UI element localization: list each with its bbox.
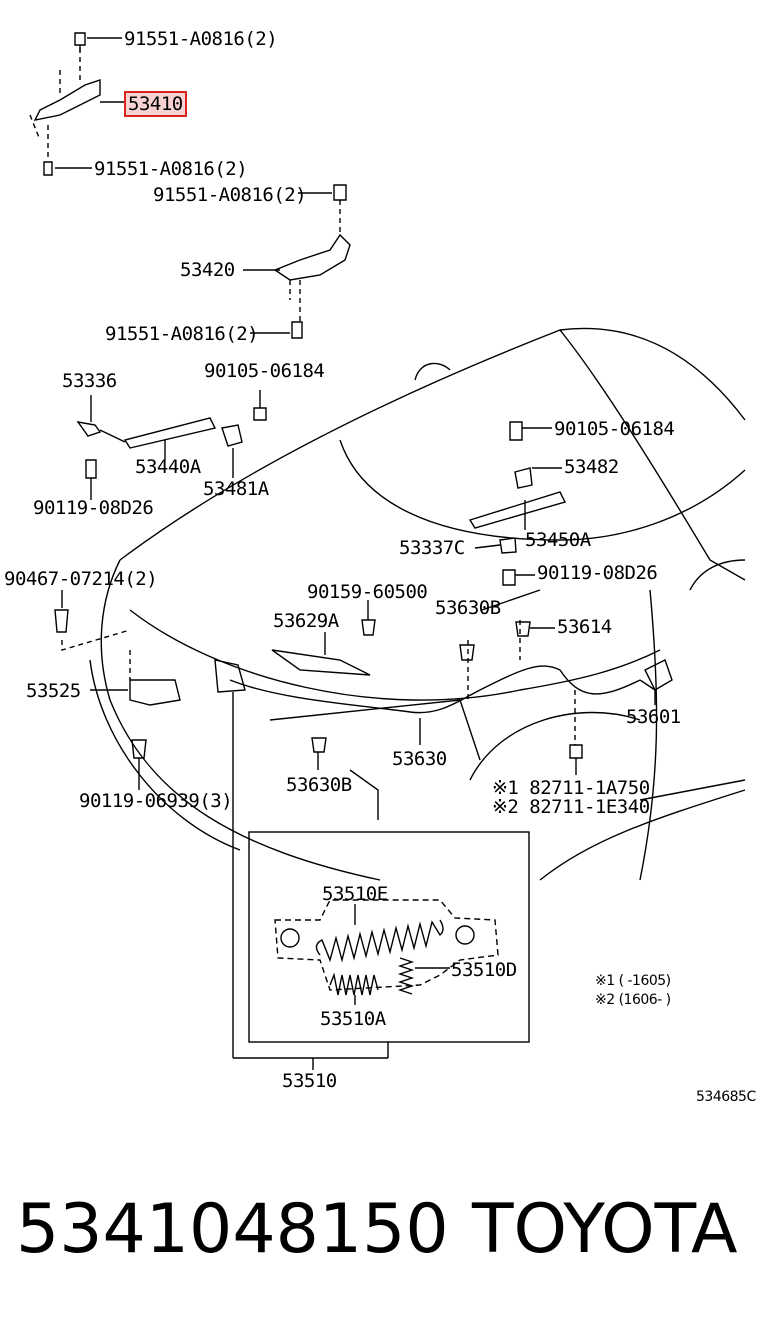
- footer-brand: TOYOTA: [472, 1190, 738, 1269]
- spring-53510A: [329, 972, 379, 996]
- label-part-53630B-bottom: 53630B: [286, 774, 352, 796]
- hood-outline: [119, 327, 746, 561]
- bracket-53337C: [499, 537, 517, 554]
- windshield: [559, 329, 746, 581]
- label-part-53510A: 53510A: [320, 1008, 386, 1030]
- label-part-53614: 53614: [557, 616, 612, 638]
- label-part-53629A: 53629A: [273, 610, 339, 632]
- bracket-53336: [76, 421, 102, 437]
- body-lower: [109, 699, 381, 881]
- cowl: [414, 362, 451, 381]
- hinge-53420: [273, 233, 351, 281]
- hood-front-edge: [129, 609, 661, 701]
- label-bolt-lower: 91551-A0816(2): [105, 323, 259, 345]
- bolt-53420-bot: [291, 321, 303, 339]
- bolt-53410-bot: [43, 161, 53, 176]
- label-part-82711-2: ※2 82711-1E340: [492, 796, 650, 818]
- hinge-53420-dash: [289, 200, 341, 325]
- strut-53440A-rod: [99, 429, 126, 443]
- bolt-90105-right: [509, 421, 523, 441]
- bolt-53420-top: [333, 184, 347, 201]
- wheel-arch: [469, 711, 641, 781]
- bolt-90105-left: [253, 407, 267, 421]
- fender-line: [639, 589, 658, 881]
- label-part-53510D: 53510D: [451, 959, 517, 981]
- label-part-53482: 53482: [564, 456, 619, 478]
- fender-right2: [539, 789, 746, 881]
- label-part-90467: 90467-07214(2): [4, 568, 158, 590]
- lock-plate: [274, 899, 499, 991]
- label-part-90105-right: 90105-06184: [554, 418, 675, 440]
- label-part-53510: 53510: [282, 1070, 337, 1092]
- bolt-90119-left: [85, 459, 97, 479]
- clip-53614: [515, 621, 531, 637]
- label-part-53336: 53336: [62, 370, 117, 392]
- diagram-lines: [29, 32, 746, 1070]
- figure-code: 534685C: [696, 1089, 756, 1105]
- handle-53601: [644, 659, 673, 691]
- hinge-53410-dash: [29, 48, 81, 160]
- fender-right: [639, 779, 746, 801]
- hood-crease: [339, 439, 746, 541]
- label-part-82711-1: ※1 82711-1A750: [492, 777, 650, 799]
- bolt-90119-right: [502, 569, 516, 586]
- bracket-53481A: [221, 424, 243, 447]
- latch-lock: [214, 659, 246, 693]
- bolt-53410-top: [74, 32, 86, 52]
- label-part-53420: 53420: [180, 259, 235, 281]
- parts-diagram: 91551-A0816(2) 53410 91551-A0816(2) 9155…: [4, 28, 756, 1105]
- footer-part-number: 5341048150: [16, 1190, 449, 1269]
- label-part-53440A: 53440A: [135, 456, 201, 478]
- spring-53510D: [397, 957, 415, 995]
- strut-53450A: [468, 491, 567, 529]
- label-part-90119-right: 90119-08D26: [537, 562, 658, 584]
- clip-90159: [361, 619, 376, 636]
- latch-53525: [129, 679, 181, 706]
- label-part-53601: 53601: [626, 706, 681, 728]
- label-part-90119-06939: 90119-06939(3): [79, 790, 233, 812]
- clip-53630B-top: [459, 644, 475, 661]
- clip-90467: [54, 609, 69, 633]
- cable-53630: [229, 665, 641, 714]
- label-part-53481A: 53481A: [203, 478, 269, 500]
- bracket-53629A: [271, 649, 371, 676]
- clip-53630B-bot: [311, 737, 327, 753]
- label-part-53525: 53525: [26, 680, 81, 702]
- label-bolt-left: 91551-A0816(2): [94, 158, 248, 180]
- lock-hole-left: [280, 928, 300, 948]
- bracket-53482: [514, 467, 533, 489]
- label-part-53630B-top: 53630B: [435, 597, 501, 619]
- roof-edge: [689, 559, 746, 591]
- note-1: ※1 ( -1605): [595, 973, 671, 989]
- label-bolt-top: 91551-A0816(2): [124, 28, 278, 50]
- label-part-90105-left: 90105-06184: [204, 360, 325, 382]
- lock-hole-right: [455, 925, 475, 945]
- hinge-53410: [33, 79, 101, 121]
- label-part-53510E: 53510E: [322, 883, 388, 905]
- clip-82711: [569, 744, 583, 759]
- strut-53440A: [123, 417, 217, 449]
- grille-box: [349, 769, 379, 820]
- label-bolt-mid: 91551-A0816(2): [153, 184, 307, 206]
- grille-line: [269, 699, 481, 761]
- bolt-90119-06939: [131, 739, 147, 759]
- label-part-53450A: 53450A: [525, 529, 591, 551]
- note-2: ※2 (1606- ): [595, 992, 671, 1008]
- detail-box: [248, 831, 530, 1043]
- label-part-90159: 90159-60500: [307, 581, 428, 603]
- label-part-90119-left: 90119-08D26: [33, 497, 154, 519]
- cable-53630-dash: [467, 620, 576, 745]
- hood-left-edge: [100, 559, 121, 701]
- spring-53510E: [315, 919, 444, 963]
- label-part-53630: 53630: [392, 748, 447, 770]
- label-part-53410: 53410: [124, 91, 187, 117]
- label-part-53337C: 53337C: [399, 537, 465, 559]
